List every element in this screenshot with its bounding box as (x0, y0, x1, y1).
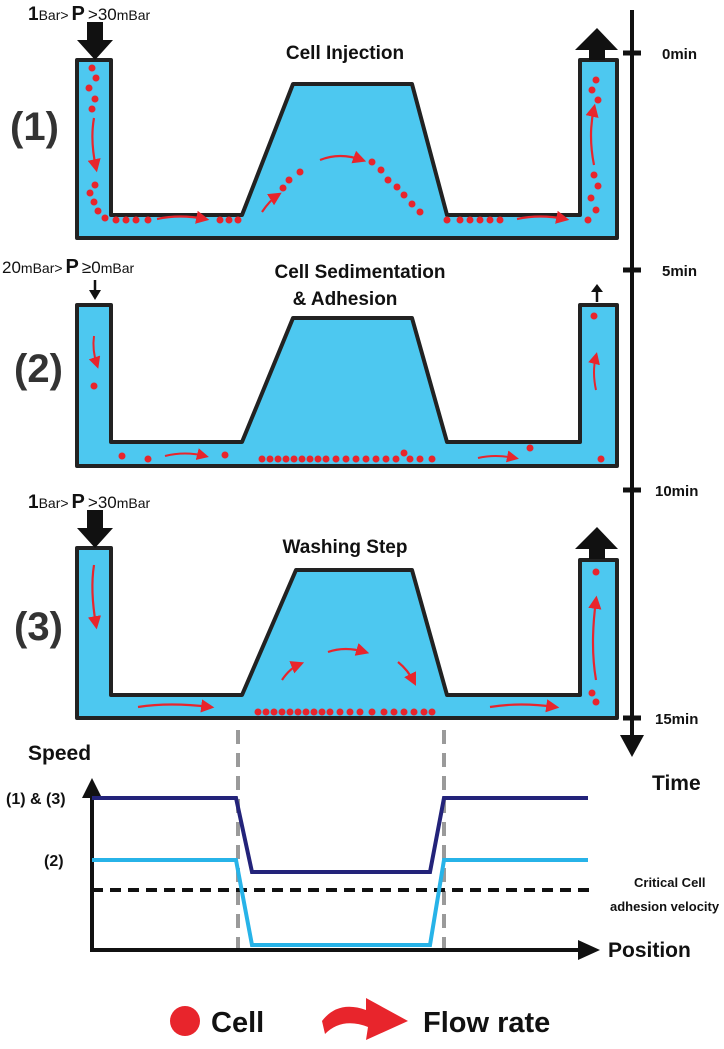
timeline-arrowhead (620, 735, 644, 757)
pressure-label-step-2: 20mBar>P≥0mBar (2, 256, 134, 278)
channel-step-2 (75, 303, 619, 468)
step-3-panel (75, 546, 619, 720)
step-title-1: Cell Injection (286, 43, 404, 64)
speed-curve-2 (92, 858, 588, 947)
flow-arrows-step-2 (88, 335, 600, 463)
speed-axis-label: Speed (28, 742, 91, 765)
cells-step-3 (254, 568, 600, 716)
timeline-axis-label: Time (652, 772, 701, 795)
step-number-3: (3) (14, 605, 63, 649)
inlet-arrow-step-3 (77, 510, 113, 548)
flow-arrows-step-3 (88, 564, 602, 713)
outlet-arrow-step-1 (575, 28, 618, 60)
cells-step-1 (85, 64, 602, 224)
timeline-tick-3: 15min (655, 711, 698, 728)
step-title-3: Washing Step (283, 537, 408, 558)
outlet-arrow-step-2 (591, 284, 603, 302)
timeline-tick-2: 10min (655, 483, 698, 500)
cell-legend-label: Cell (211, 1007, 264, 1039)
position-axis-arrowhead (578, 940, 600, 960)
pressure-label-step-3: 1Bar>P>30mBar (28, 491, 151, 513)
inlet-arrow-step-1 (77, 22, 113, 60)
flow-rate-legend-icon (322, 998, 408, 1040)
channel-step-1 (75, 58, 619, 240)
timeline-tick-0: 0min (662, 46, 697, 63)
step-number-1: (1) (10, 105, 59, 149)
timeline-tick-1: 5min (662, 263, 697, 280)
step-title-2-line2: & Adhesion (293, 289, 398, 310)
speed-curve-1-3 (92, 796, 588, 874)
critical-velocity-label-line1: Critical Cell (634, 875, 706, 890)
series-label-2: (2) (44, 853, 64, 870)
step-number-2: (2) (14, 347, 63, 391)
legend: Cell Flow rate (170, 998, 550, 1040)
outlet-arrow-step-3 (575, 527, 618, 559)
inlet-arrow-step-2 (89, 280, 101, 300)
step-title-2: Cell Sedimentation (274, 262, 445, 283)
pressure-label-step-1: 1Bar>P>30mBar (28, 3, 151, 25)
step-1-panel (75, 58, 619, 240)
flow-rate-legend-label: Flow rate (423, 1007, 550, 1039)
speed-axis-arrowhead (82, 778, 102, 798)
cell-legend-icon (170, 1006, 200, 1036)
cells-step-2 (90, 312, 605, 463)
critical-velocity-label-line2: adhesion velocity (610, 899, 720, 914)
speed-graph: Speed Position (1) & (3) (2) Critical Ce… (6, 730, 720, 962)
series-label-1-3: (1) & (3) (6, 791, 66, 808)
timeline: 0min 5min 10min 15min Time (620, 10, 701, 795)
position-axis-label: Position (608, 939, 691, 962)
flow-arrows-step-1 (87, 103, 599, 224)
step-2-panel (75, 303, 619, 468)
channel-step-3 (75, 546, 619, 720)
